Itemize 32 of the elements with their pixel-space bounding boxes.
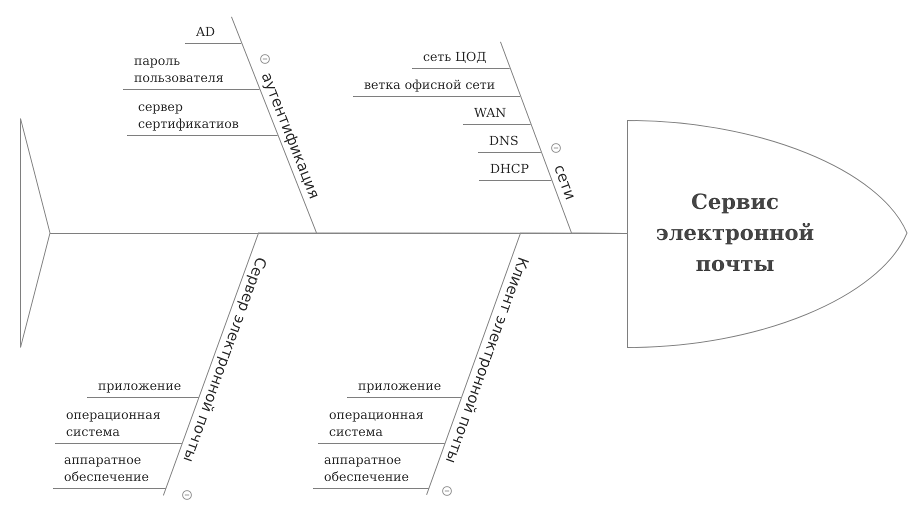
- cause-label: DHCP: [479, 160, 548, 180]
- spine-line: [520, 232, 628, 234]
- cause-line: [478, 180, 552, 181]
- cause-line: [318, 443, 446, 444]
- cause-label: приложение: [87, 377, 196, 397]
- cause-line: [412, 68, 510, 69]
- cause-label: аппаратное обеспечение: [53, 451, 163, 488]
- cause-label: аппаратное обеспечение: [313, 451, 426, 488]
- cause-line: [122, 89, 260, 90]
- cause-line: [184, 43, 242, 44]
- cause-label: сеть ЦОД: [412, 48, 507, 68]
- cause-line: [54, 443, 182, 444]
- cause-label: DNS: [478, 132, 538, 152]
- cause-label: WAN: [463, 104, 528, 124]
- fish-tail: [20, 118, 51, 348]
- fish-head: [627, 120, 908, 348]
- cause-label: AD: [185, 23, 238, 43]
- cause-line: [52, 488, 166, 489]
- effect-label: Сервис электронной почты: [654, 188, 816, 278]
- cause-line: [462, 124, 531, 125]
- cause-label: приложение: [347, 377, 458, 397]
- category-label: сети: [550, 162, 580, 202]
- cause-label: операционная система: [55, 406, 179, 443]
- cause-line: [126, 135, 278, 136]
- cause-line: [478, 152, 542, 153]
- cause-label: ветка офисной сети: [353, 76, 518, 96]
- cause-line: [312, 488, 429, 489]
- cause-label: операционная система: [318, 406, 442, 443]
- cause-line: [352, 96, 521, 97]
- cause-label: пароль пользователя: [123, 52, 256, 89]
- cause-line: [86, 397, 200, 398]
- cause-line: [346, 397, 462, 398]
